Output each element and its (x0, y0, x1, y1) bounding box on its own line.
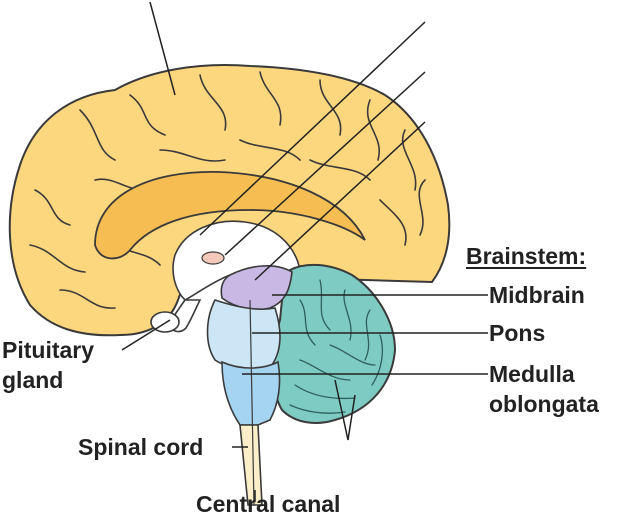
medulla-label-line1: Medulla (489, 361, 575, 387)
thalamus-spot (201, 251, 225, 265)
pons-label: Pons (489, 320, 546, 346)
pons (206, 299, 281, 370)
leader-lines-top (149, 1, 426, 281)
medulla-label-line2: oblongata (489, 391, 599, 417)
central-canal (249, 299, 255, 506)
brainstem-heading: Brainstem: (466, 243, 587, 269)
pituitary-label-line1: Pituitary (2, 337, 95, 363)
corpus-callosum (94, 171, 366, 260)
midbrain-label: Midbrain (489, 282, 585, 308)
medulla-oblongata (221, 360, 281, 426)
central-canal-label: Central canal (196, 491, 341, 517)
pituitary-label-line2: gland (2, 367, 64, 393)
cerebellum (271, 263, 397, 424)
cerebellum-folia (289, 279, 383, 414)
spinal-cord-label: Spinal cord (78, 434, 204, 460)
leader-lines-labels (121, 294, 488, 500)
